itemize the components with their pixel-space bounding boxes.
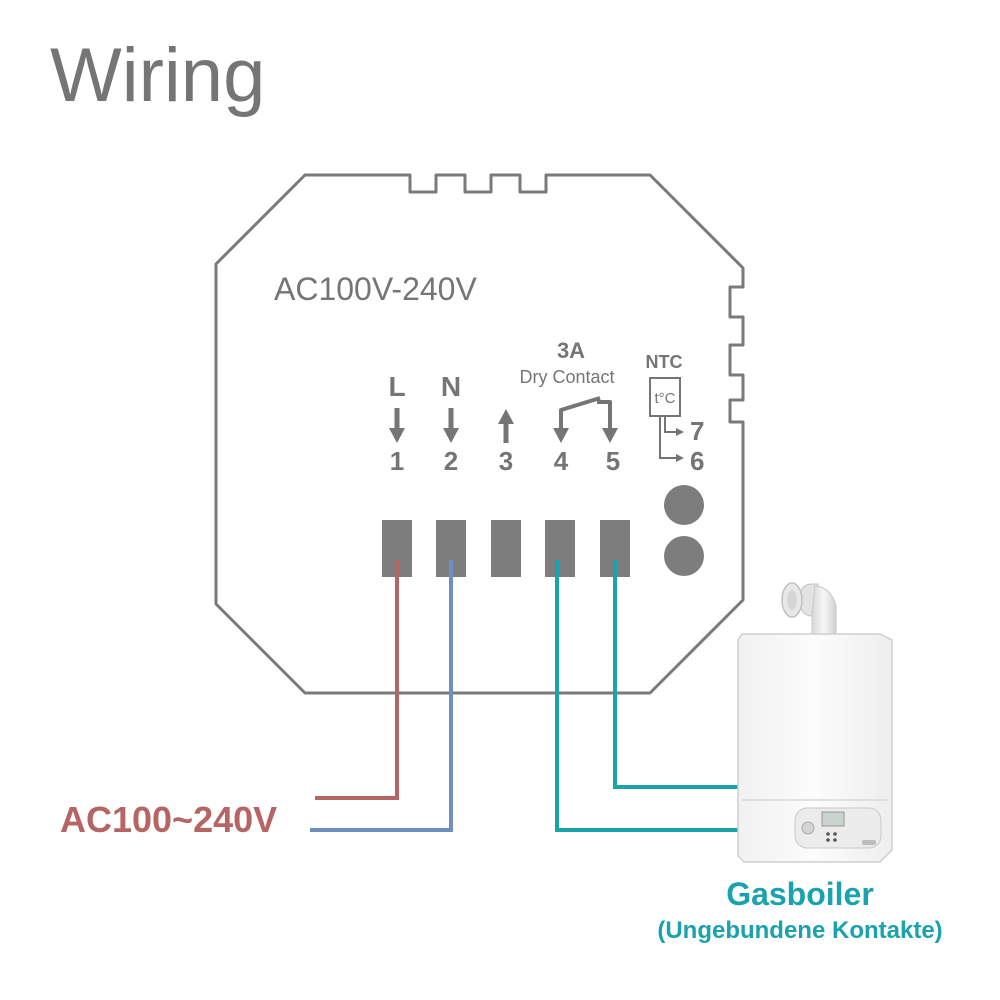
relay-type-label: Dry Contact xyxy=(519,367,614,387)
terminal-block-3 xyxy=(491,520,521,577)
wire-relay-4 xyxy=(555,560,745,832)
terminal-1-arrow-icon xyxy=(389,408,405,443)
terminal-number-2: 2 xyxy=(444,446,458,476)
terminal-number-4: 4 xyxy=(554,446,569,476)
terminal-number-3: 3 xyxy=(499,446,513,476)
terminal-4-arrow-icon xyxy=(553,428,569,443)
terminal-number-5: 5 xyxy=(606,446,620,476)
terminal-number-1: 1 xyxy=(390,446,404,476)
boiler-note-label: (Ungebundene Kontakte) xyxy=(657,917,942,944)
wire-neutral xyxy=(310,560,453,832)
relay-rating-label: 3A xyxy=(557,338,585,363)
wire-live xyxy=(315,560,399,800)
terminal-letter-n: N xyxy=(441,371,461,402)
terminal-number-7: 7 xyxy=(690,416,704,446)
module-voltage-label: AC100V-240V xyxy=(274,271,477,307)
terminal-2-arrow-icon xyxy=(443,408,459,443)
ntc-sensor-symbol: t°C xyxy=(655,390,676,407)
terminal-5-arrow-icon xyxy=(602,428,618,443)
relay-switch-icon xyxy=(559,396,612,433)
ntc-sensor-icon: t°C xyxy=(649,377,684,462)
ntc-label: NTC xyxy=(646,352,683,372)
page-title: Wiring xyxy=(50,33,266,118)
sensor-port-6 xyxy=(664,536,704,576)
wire-relay-5 xyxy=(613,560,745,789)
terminal-block-4 xyxy=(545,520,575,577)
terminal-3-arrow-icon xyxy=(498,409,514,443)
supply-voltage-label: AC100~240V xyxy=(60,799,277,840)
sensor-port-7 xyxy=(664,485,704,525)
boiler-name-label: Gasboiler xyxy=(726,876,874,912)
terminal-number-6: 6 xyxy=(690,446,704,476)
module-outline xyxy=(214,173,745,695)
terminal-letter-l: L xyxy=(388,371,405,402)
gas-boiler-icon xyxy=(737,582,893,863)
